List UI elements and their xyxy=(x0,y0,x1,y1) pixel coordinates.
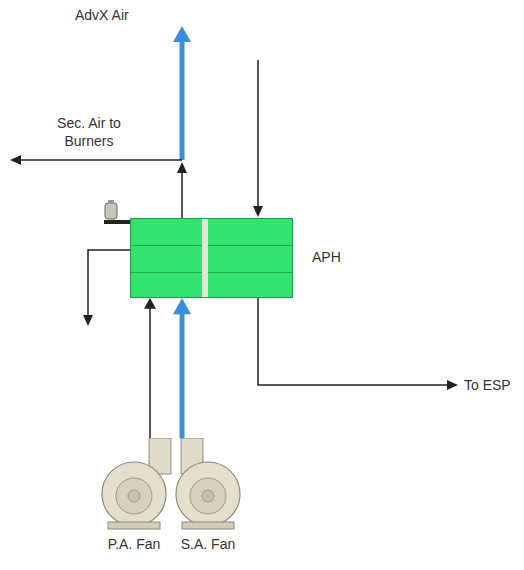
flue-gas-line xyxy=(258,298,448,385)
rotor-divider xyxy=(202,219,208,297)
fan-node: P.A. Fan xyxy=(92,438,176,556)
fan-part xyxy=(102,462,166,526)
arrow-head xyxy=(173,298,191,314)
arrow-head xyxy=(83,315,93,326)
duct-line xyxy=(149,308,151,438)
fan-part xyxy=(116,478,152,514)
fan-label: P.A. Fan xyxy=(92,536,176,553)
air-preheater: APH xyxy=(130,218,293,298)
arrow-head xyxy=(173,26,191,42)
node-label: APH xyxy=(312,249,341,266)
damper-actuator xyxy=(105,203,117,219)
fan-part xyxy=(128,490,140,502)
air-duct xyxy=(173,298,191,438)
fan-part xyxy=(176,462,240,526)
fan-part xyxy=(108,522,160,529)
fan-part xyxy=(202,490,214,502)
fan-part xyxy=(190,478,226,514)
duct-line xyxy=(180,313,185,438)
sec-air-line xyxy=(20,159,182,161)
fan-part xyxy=(182,522,234,529)
arrow-head xyxy=(447,380,458,390)
sec-air-line xyxy=(181,172,183,218)
air-duct xyxy=(144,298,156,438)
fan-label: S.A. Fan xyxy=(168,536,248,553)
flow-label: Sec. Air to Burners xyxy=(40,114,138,150)
arrow-head xyxy=(144,298,156,309)
damper-actuator xyxy=(108,200,114,204)
damper-shaft xyxy=(104,220,130,224)
arrow-head xyxy=(253,206,263,217)
flow-label: AdvX Air xyxy=(75,6,165,24)
arrow-head xyxy=(10,155,21,165)
advx-air-line xyxy=(180,40,185,160)
flow-label: To ESP xyxy=(464,376,520,394)
flue-gas-line xyxy=(257,60,259,208)
arrow-head xyxy=(177,162,187,173)
primary-air-line xyxy=(88,250,130,316)
fan-symbol xyxy=(168,438,248,530)
fan-symbol xyxy=(92,438,176,530)
fan-node: S.A. Fan xyxy=(168,438,248,556)
